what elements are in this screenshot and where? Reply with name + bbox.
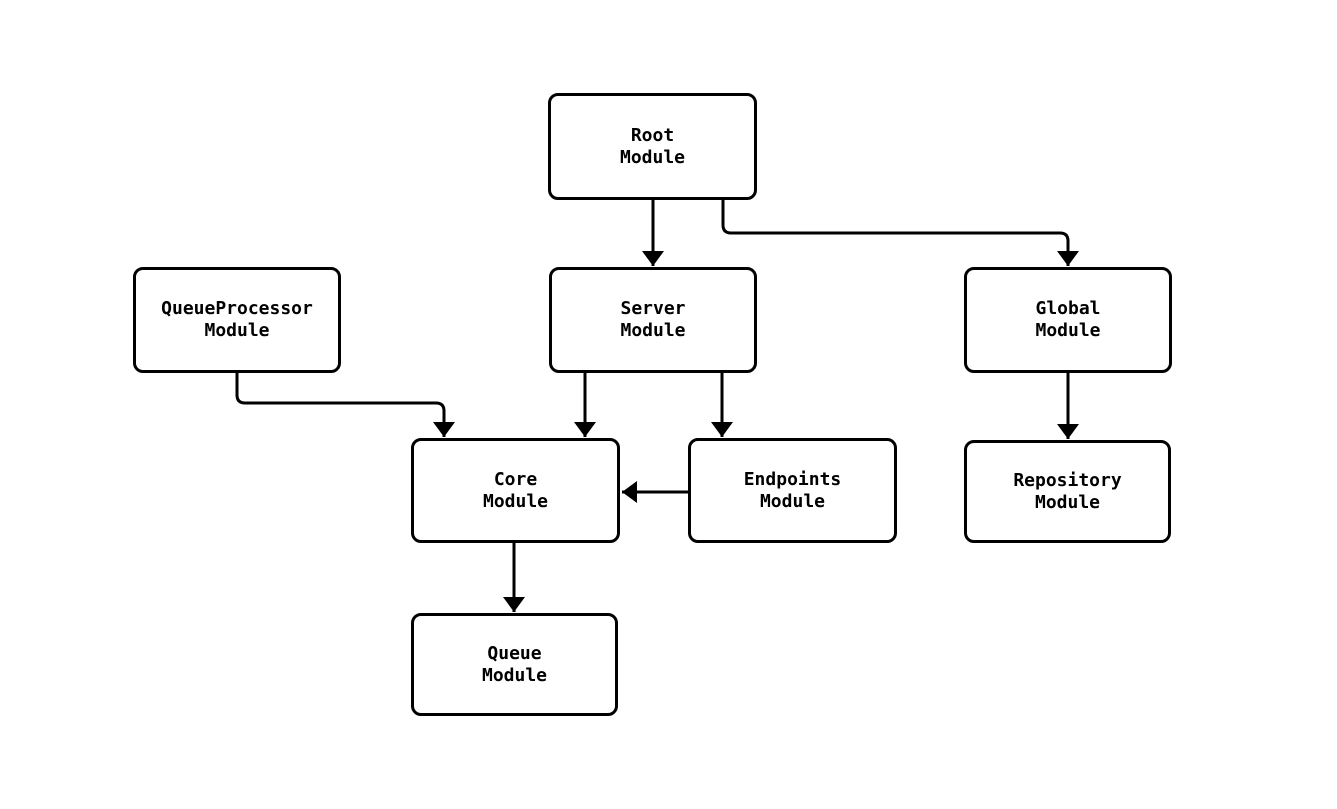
node-queue-module: Queue Module [411,613,618,716]
node-root-module: Root Module [548,93,757,200]
node-repository-module: Repository Module [964,440,1171,543]
edge-queueprocessor-to-core [235,373,455,437]
node-queueprocessor-module: QueueProcessor Module [133,267,341,373]
node-label: Core Module [482,468,549,512]
node-core-module: Core Module [411,438,620,543]
node-label: Global Module [1035,298,1101,341]
node-label: Queue Module [481,642,548,686]
edge-root-to-global [721,200,1079,266]
node-endpoints-module: Endpoints Module [688,438,897,543]
node-label: QueueProcessor Module [161,298,313,341]
node-global-module: Global Module [964,267,1172,373]
node-label: Server Module [620,298,686,341]
node-label: Root Module [619,124,686,168]
node-label: Endpoints Module [743,468,842,512]
node-server-module: Server Module [549,267,757,373]
node-label: Repository Module [1013,469,1122,513]
